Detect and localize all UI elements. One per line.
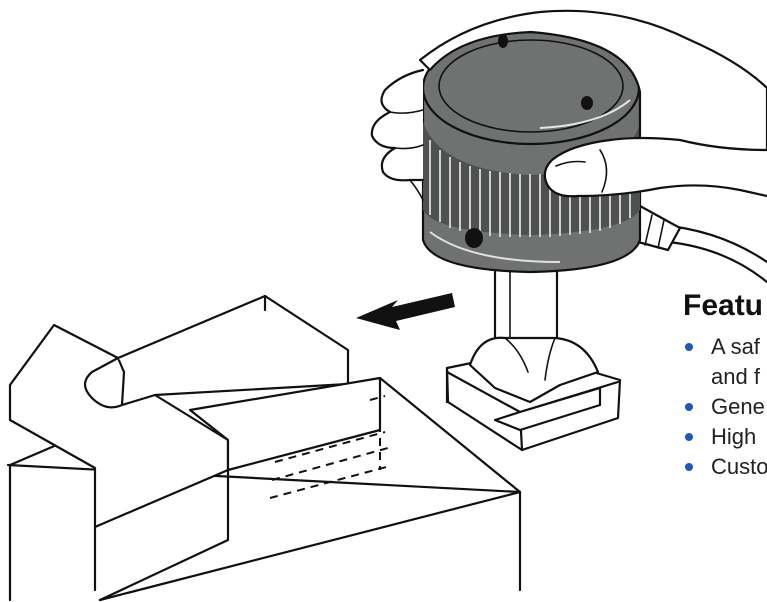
feature-text-continued: and f (711, 364, 760, 389)
feature-text: Gene (711, 394, 765, 419)
features-list: A saf and f Gene High Custo (683, 332, 767, 482)
workpiece (6, 294, 522, 602)
left-arrow-icon (356, 293, 455, 330)
list-item: A saf and f (683, 332, 767, 392)
tool-head (421, 30, 642, 274)
feature-text: Custo (711, 454, 767, 479)
list-item: Custo (683, 452, 767, 482)
list-item: Gene (683, 392, 767, 422)
tool-tip (445, 336, 622, 452)
list-item: High (683, 422, 767, 452)
tool-cable (618, 204, 767, 284)
tool-shaft (493, 258, 559, 342)
features-title: Featu (683, 289, 764, 322)
features-panel: Featu A saf and f Gene High Custo (683, 288, 767, 548)
hand (370, 9, 767, 201)
feature-text: High (711, 424, 757, 449)
feature-text: A saf (711, 334, 760, 359)
